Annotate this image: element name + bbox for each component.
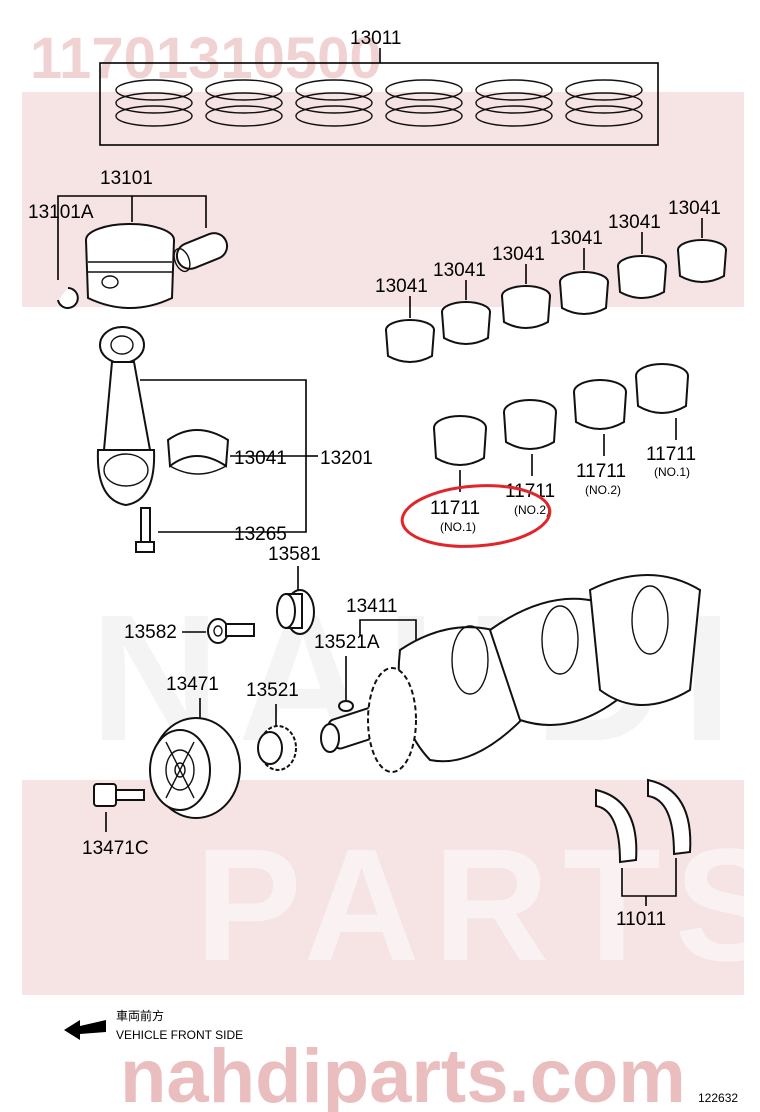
label-conrod-bolt: 13265 <box>234 524 287 545</box>
label-pulley: 13471 <box>166 674 219 695</box>
label-washer-bolt: 13582 <box>124 622 177 643</box>
crank-gear-icon <box>257 725 297 771</box>
gear-bolt-group: 13581 13582 <box>124 544 321 644</box>
figure-code: 122632 <box>698 1091 738 1105</box>
ring-pack-2 <box>205 79 283 127</box>
label-main-bearing-c-sub: (NO.2) <box>585 483 621 497</box>
bearing-shell-3 <box>501 264 551 329</box>
piston-icon <box>85 223 175 309</box>
label-main-bearing-d: 11711 <box>646 444 696 465</box>
label-main-bearing-c: 11711 <box>576 461 626 482</box>
watermark-parts: PARTS <box>195 815 760 994</box>
connecting-rod-icon <box>96 326 156 507</box>
label-thrust-washer: 11011 <box>616 909 666 930</box>
timing-gear-icon <box>367 667 417 773</box>
main-bearing-a-icon <box>433 415 487 492</box>
label-gear-bolt: 13581 <box>268 544 321 565</box>
upper-bearings: 13041 13041 13041 13041 13041 13041 <box>375 198 727 363</box>
snap-ring-icon <box>57 287 79 309</box>
label-main-bearing-b-sub: (NO.2) <box>514 503 550 517</box>
bearing-shell-5 <box>617 232 667 299</box>
label-snap-ring: 13101A <box>28 202 94 223</box>
watermark-brand-site: nahdiparts.com <box>120 1034 686 1112</box>
conrod-bearing-icon <box>166 429 230 475</box>
highlight-circle <box>400 484 552 548</box>
crank-pulley-icon <box>149 717 241 819</box>
main-bearing-c-icon <box>573 379 627 456</box>
main-bearings: 11711 (NO.1) 11711 (NO.2) 11711 (NO.2) 1… <box>400 363 696 548</box>
label-conrod-assy: 13201 <box>320 448 373 469</box>
direction-indicator: 車両前方 VEHICLE FRONT SIDE <box>64 1008 243 1042</box>
label-bearing-6: 13041 <box>668 198 721 219</box>
label-bearing-3: 13041 <box>492 244 545 265</box>
label-crankshaft: 13411 <box>346 596 397 617</box>
arrow-left-icon <box>64 1020 106 1040</box>
label-main-bearing-a-sub: (NO.1) <box>440 520 476 534</box>
ring-pack-4 <box>385 79 463 127</box>
conrod-group: 13041 13201 13265 <box>96 326 373 553</box>
ring-pack-5 <box>475 79 553 127</box>
label-crank-key: 13521A <box>314 632 380 653</box>
thrust-washer-left-icon <box>595 788 638 864</box>
label-main-bearing-d-sub: (NO.1) <box>654 465 690 479</box>
bearing-shell-2 <box>441 280 491 345</box>
watermark-part-number: 11701310500 <box>30 26 382 91</box>
direction-japanese: 車両前方 <box>116 1008 164 1023</box>
ring-pack-1 <box>115 79 193 127</box>
label-pulley-bolt: 13471C <box>82 838 149 859</box>
label-bearing-4: 13041 <box>550 228 603 249</box>
label-main-bearing-a: 11711 <box>430 498 480 519</box>
ring-pack-3 <box>295 79 373 127</box>
thrust-washer-right-icon <box>647 778 692 856</box>
pulley-bolt-icon <box>93 783 145 807</box>
direction-english: VEHICLE FRONT SIDE <box>116 1028 243 1042</box>
label-bearing-1: 13041 <box>375 276 428 297</box>
label-crank-gear: 13521 <box>246 680 299 701</box>
thrust-washer-group: 11011 <box>595 778 692 930</box>
washer-bolt-icon <box>207 618 255 644</box>
piston-group: 13101 13101A <box>28 168 229 309</box>
label-piston-sub-assy: 13101 <box>100 168 153 189</box>
label-bearing-2: 13041 <box>433 260 486 281</box>
main-bearing-b-icon <box>503 399 557 476</box>
gear-bolt-icon <box>276 589 315 635</box>
bearing-shell-4 <box>559 248 609 315</box>
pulley-group: 13471 13521 13471C <box>82 667 417 859</box>
conrod-bolt-icon <box>135 507 155 553</box>
label-conrod-bearing: 13041 <box>234 448 287 469</box>
label-bearing-5: 13041 <box>608 212 661 233</box>
label-piston-ring-set: 13011 <box>350 28 401 49</box>
piston-ring-set: 13011 <box>99 28 659 146</box>
main-bearing-d-icon <box>635 363 689 440</box>
bearing-shell-1 <box>385 296 435 363</box>
bearing-shell-6 <box>677 218 727 283</box>
piston-pin-icon <box>173 232 229 273</box>
ring-pack-6 <box>565 79 643 127</box>
